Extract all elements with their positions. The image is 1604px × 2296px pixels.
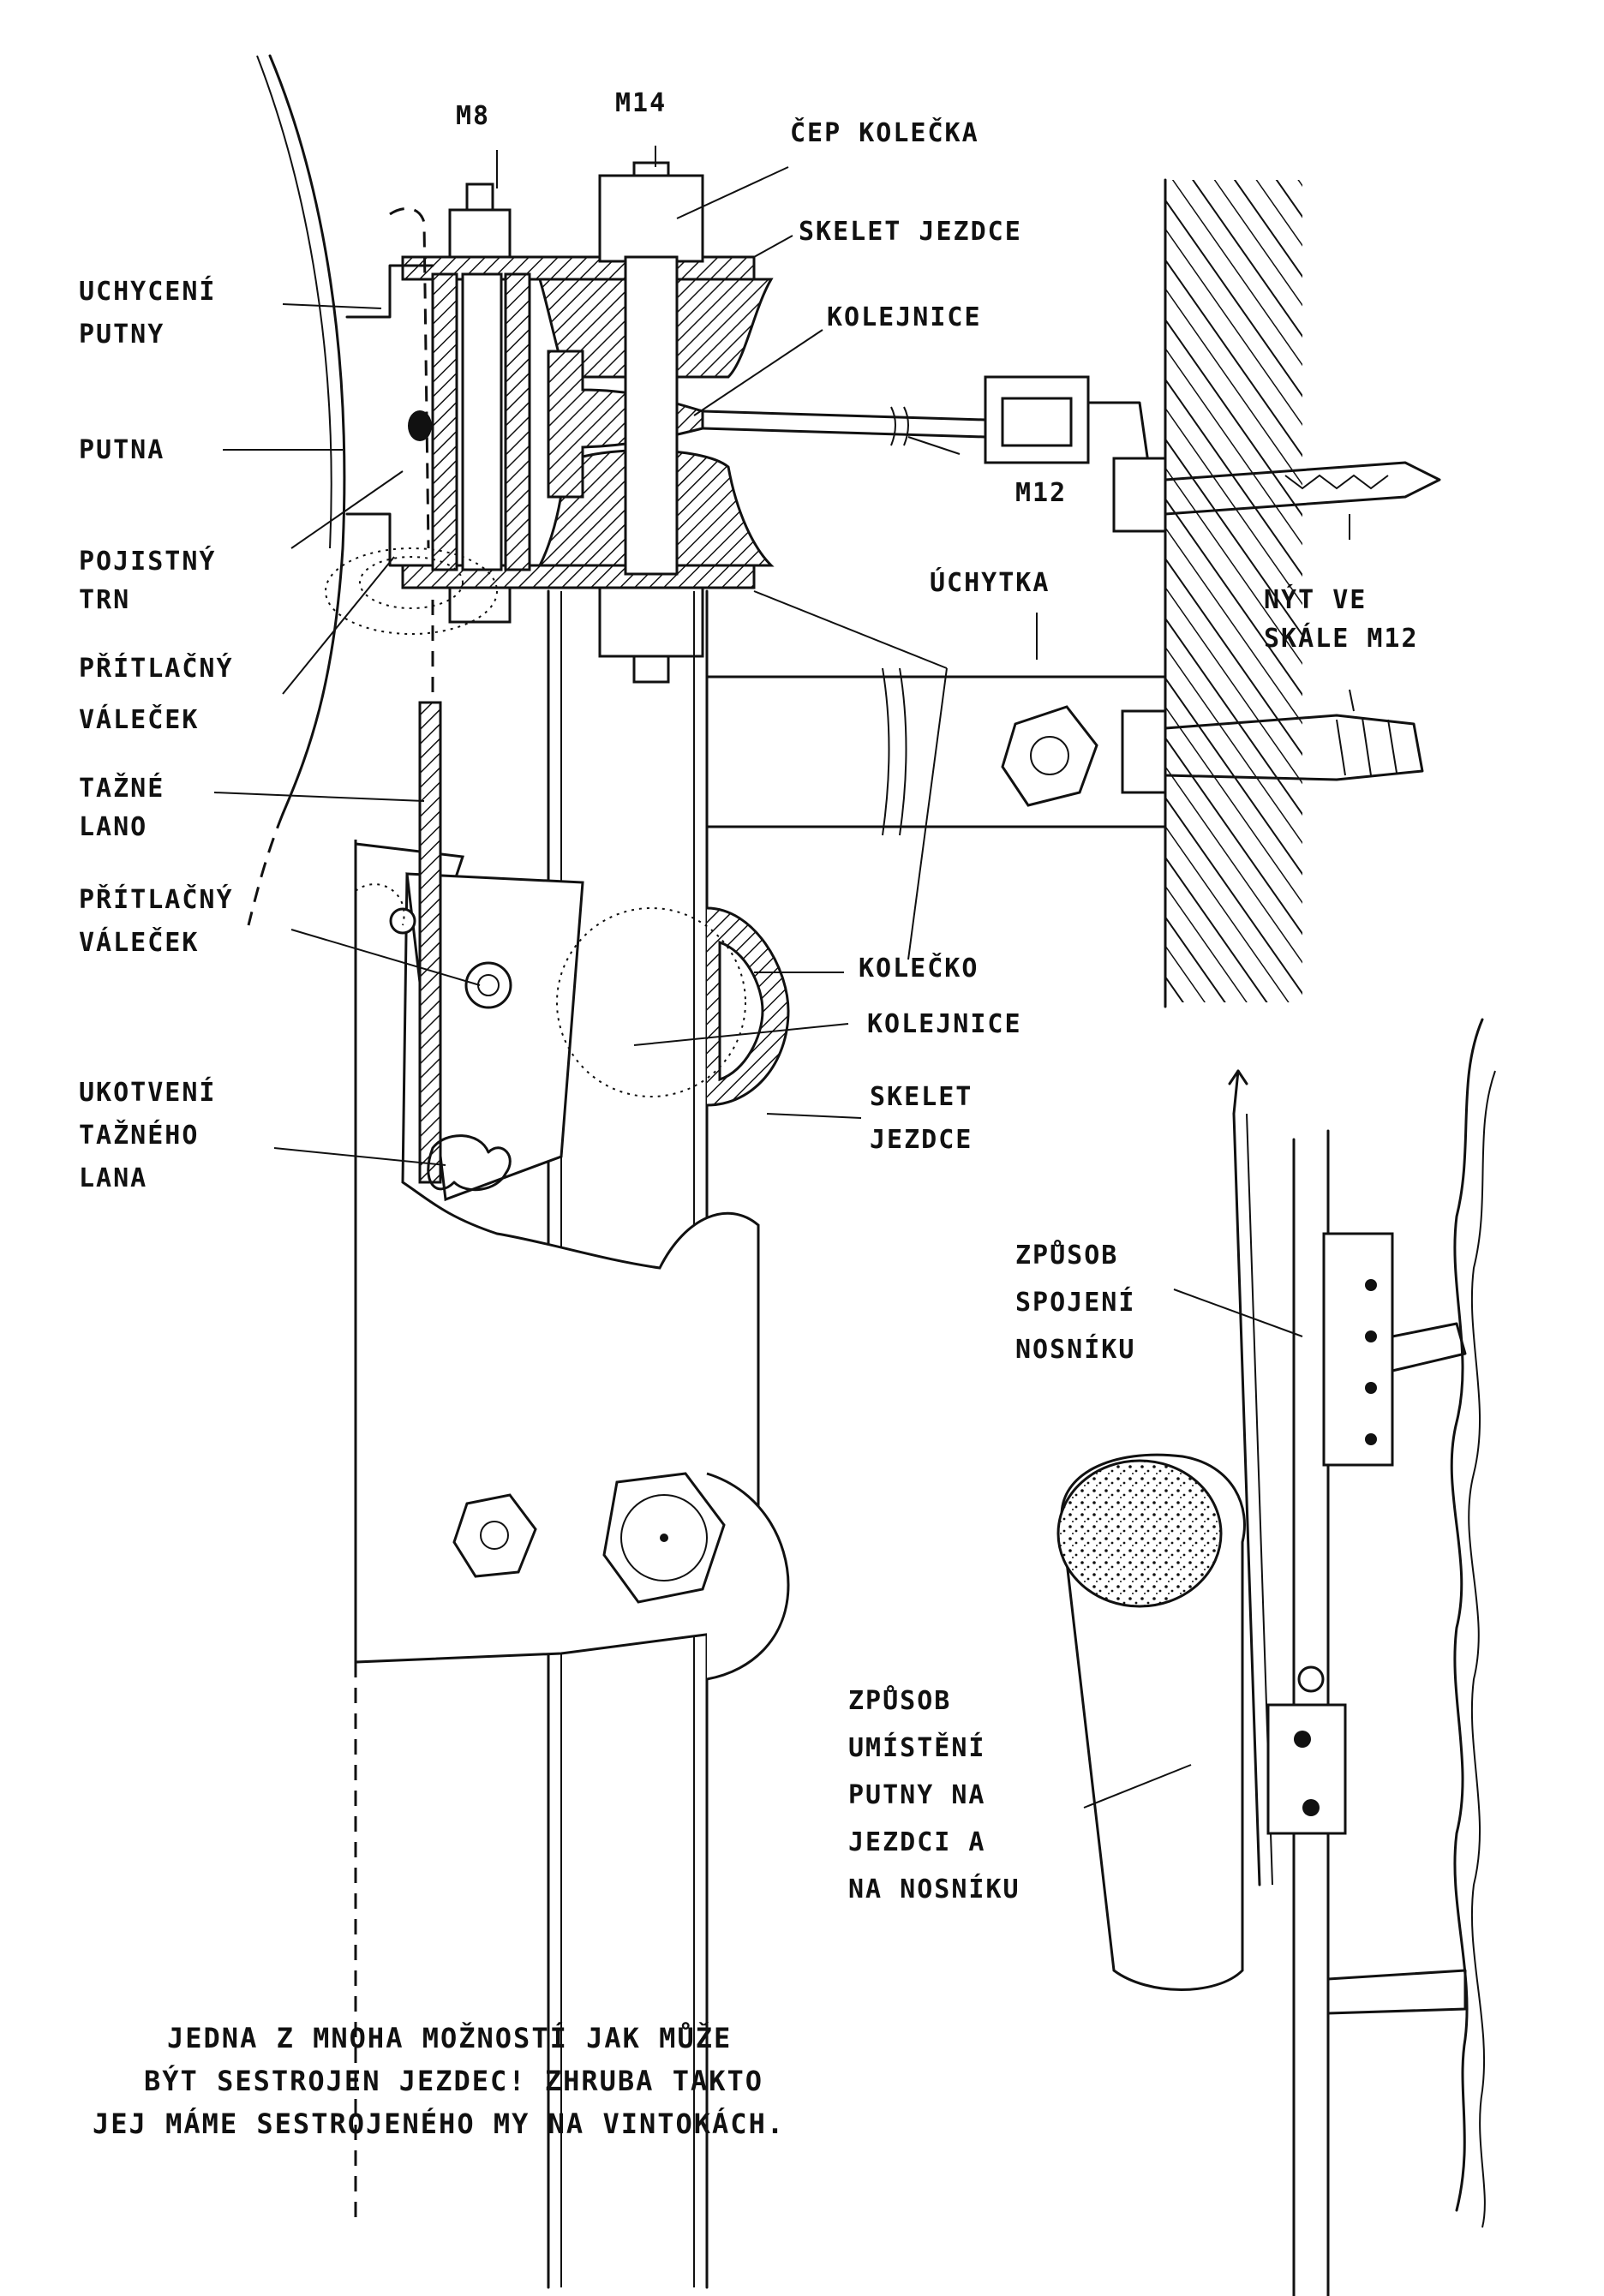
label-nyt-1: NÝT VE [1264,583,1367,615]
label-zpusob-umisteni-1: ZPŮSOB [848,1684,951,1716]
label-pritlacny-b-1: PŘÍTLAČNÝ [79,883,234,915]
label-m12: M12 [1015,478,1067,508]
label-zpusob-umisteni-3: PUTNY NA [848,1780,986,1810]
label-ukotveni-2: TAŽNÉHO [79,1120,199,1151]
label-zpusob-spojeni-1: ZPŮSOB [1015,1239,1118,1271]
label-pritlacny-a-2: VÁLEČEK [79,703,199,735]
mounting-view [1056,1018,1496,2296]
label-zpusob-umisteni-4: JEZDCI A [848,1827,986,1857]
label-kolejnice-mid: KOLEJNICE [867,1009,1022,1039]
label-m14: M14 [615,88,667,118]
slider-cross-section [325,161,1441,684]
caption: JEDNA Z MNOHA MOŽNOSTÍ JAK MŮŽE BÝT SEST… [93,2021,785,2140]
label-uchyceni-putny-2: PUTNY [79,320,165,350]
label-pritlacny-b-2: VÁLEČEK [79,926,199,958]
tazne-lano [354,600,512,2219]
label-zpusob-umisteni-5: NA NOSNÍKU [848,1874,1020,1904]
label-kolejnice-top: KOLEJNICE [827,302,982,332]
label-zpusob-spojeni-2: SPOJENÍ [1015,1287,1135,1318]
label-m8: M8 [456,101,490,131]
leader-lines [213,146,1355,1809]
label-nyt-2: SKÁLE M12 [1264,623,1419,654]
label-putna: PUTNA [79,435,165,465]
label-zpusob-umisteni-2: UMÍSTĚNÍ [848,1732,986,1763]
label-skelet-mid-2: JEZDCE [870,1125,973,1155]
label-tazne-1: TAŽNÉ [79,773,165,804]
skelet-beam [354,589,790,2289]
label-ukotveni-1: UKOTVENÍ [79,1077,217,1108]
label-uchytka: ÚCHYTKA [930,566,1050,598]
labels: M8 M14 ČEP KOLEČKA SKELET JEZDCE UCHYCEN… [79,88,1419,1904]
label-tazne-2: LANO [79,812,147,842]
label-skelet-mid-1: SKELET [870,1082,973,1112]
label-zpusob-spojeni-3: NOSNÍKU [1015,1334,1135,1365]
caption-line-3: JEJ MÁME SESTROJENÉHO MY NA VINTOKÁCH. [93,2108,785,2140]
label-pojistny-1: POJISTNÝ [79,545,217,577]
rock-wall [1164,178,1302,1008]
label-skelet-jezdce-top: SKELET JEZDCE [799,217,1022,247]
label-ukotveni-3: LANA [79,1163,147,1193]
caption-line-1: JEDNA Z MNOHA MOŽNOSTÍ JAK MŮŽE [167,2021,732,2054]
label-cep-kolecka: ČEP KOLEČKA [790,117,979,148]
label-kolecko: KOLEČKO [859,952,979,984]
putna-outline [247,54,346,926]
caption-line-2: BÝT SESTROJEN JEZDEC! ZHRUBA TAKTO [144,2065,763,2097]
label-pritlacny-a-1: PŘÍTLAČNÝ [79,652,234,684]
label-uchyceni-putny-1: UCHYCENÍ [79,276,217,307]
uchytka-bar [705,667,1424,836]
label-pojistny-2: TRN [79,585,130,615]
